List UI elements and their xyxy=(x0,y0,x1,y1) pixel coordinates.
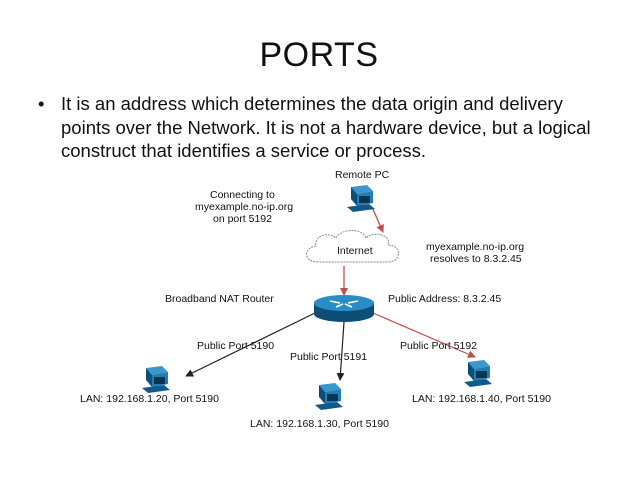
bullet-item: • It is an address which determines the … xyxy=(38,92,608,163)
remote-to-internet-arrow xyxy=(371,206,384,233)
connecting-note-line-3: on port 5192 xyxy=(213,213,272,225)
port-label-5191: Public Port 5191 xyxy=(290,351,367,363)
connecting-note-line-2: myexample.no-ip.org xyxy=(195,201,293,213)
slide-title: PORTS xyxy=(259,36,379,74)
router-to-lan2-arrow xyxy=(336,321,345,381)
internet-cloud-icon xyxy=(306,230,399,263)
lan-label-2: LAN: 192.168.1.30, Port 5190 xyxy=(250,418,389,430)
bullet-text: It is an address which determines the da… xyxy=(61,93,591,161)
lan-pc-icon-2 xyxy=(315,383,343,410)
lan-label-1: LAN: 192.168.1.20, Port 5190 xyxy=(80,393,219,405)
router-to-lan3-arrow xyxy=(372,312,476,358)
router-icon xyxy=(314,295,374,322)
port-label-5192: Public Port 5192 xyxy=(400,340,477,352)
lan-pc-icon-1 xyxy=(142,366,170,393)
connecting-note-line-1: Connecting to xyxy=(210,189,275,201)
resolves-note-line-2: resolves to 8.3.2.45 xyxy=(430,253,522,265)
lan-pc-icon-3 xyxy=(464,360,492,387)
port-label-5190: Public Port 5190 xyxy=(197,340,274,352)
lan-label-3: LAN: 192.168.1.40, Port 5190 xyxy=(412,393,551,405)
router-to-lan1-arrow xyxy=(185,312,316,377)
public-address-label: Public Address: 8.3.2.45 xyxy=(388,293,501,305)
remote-pc-label: Remote PC xyxy=(335,169,390,181)
router-label: Broadband NAT Router xyxy=(165,293,274,305)
internet-label: Internet xyxy=(337,245,373,257)
bullet-dot: • xyxy=(38,93,45,114)
resolves-note-line-1: myexample.no-ip.org xyxy=(426,241,524,253)
remote-pc-icon xyxy=(347,185,375,212)
